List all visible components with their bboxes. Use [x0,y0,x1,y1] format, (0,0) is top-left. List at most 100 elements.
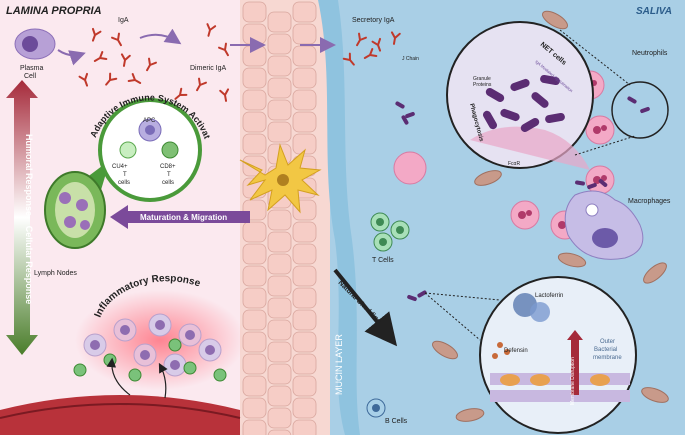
mucin-layer-label: MUCIN LAYER [334,334,344,395]
epithelial-cell [292,111,317,133]
cellular-response-label: Cellular Response [24,226,34,305]
epithelial-cell [292,353,317,375]
bacterium [401,115,409,125]
saliva-title: SALIVA [636,6,672,17]
epithelial-cell [242,265,267,287]
epithelial-cell [267,385,292,407]
iga-antibody [363,48,378,59]
iga-antibody [111,32,122,47]
outer-membrane-label-1: Outer [600,339,615,345]
epithelial-cell [267,275,292,297]
membrane-zoom-panel [424,276,637,434]
iga-antibody [206,23,217,37]
iga-antibody [342,52,355,66]
bacterium [417,290,427,298]
defensin-cluster [492,342,610,386]
bacterium [500,108,520,122]
dimeric-iga-label: Dimeric IgA [190,65,227,72]
cd8-label-3: cells [162,180,174,186]
epithelial-cell [242,309,267,331]
epithelial-cell [242,287,267,309]
epithelial-cell [292,309,317,331]
epithelial-cell [292,287,317,309]
epithelial-cell [267,341,292,363]
iga-antibody [105,72,118,86]
iga-antibody [196,77,207,92]
lymph-nodes-label: Lymph Nodes [34,270,77,277]
epithelial-cell [267,33,292,55]
epithelial-cell [242,23,267,45]
lymphocyte [168,338,182,352]
bacterium [575,180,585,186]
epithelial-cell [267,253,292,275]
net-zoom-panel [446,21,669,170]
epithelial-cell [292,23,317,45]
epithelial-cell [292,419,317,435]
activated-neutrophil [393,151,427,185]
plasma-cell-label-2: Cell [24,73,37,80]
lymphocyte [103,353,117,367]
epithelial-cell [242,111,267,133]
cd8-label-1: CD8+ [160,164,176,170]
epithelial-cell [242,353,267,375]
membrane-disruption-arrow [567,330,583,395]
granule-proteins-label-2: Proteins [473,82,492,88]
epithelial-cell [292,133,317,155]
maturation-migration-arrow [110,205,250,229]
epithelial-cell [292,89,317,111]
epithelial-cell [267,363,292,385]
shed-epithelial-cell [641,387,669,403]
shed-epithelial-cell [557,252,587,268]
epithelial-cell [292,375,317,397]
cd8-label-2: T [167,172,171,178]
blood-vessel [0,395,241,435]
bacterium [531,92,549,108]
plasma-cell [14,28,56,60]
epithelial-cell [267,55,292,77]
j-chain-label: J Chain [402,56,419,62]
epithelial-cell [292,397,317,419]
iga-antibody [218,42,229,57]
inflammatory-cells [73,313,227,382]
epithelial-cell [242,419,267,435]
epithelial-cell [242,397,267,419]
outer-membrane-label-3: membrane [593,355,622,361]
secretory-iga-label: Secretory IgA [352,17,395,24]
iga-antibody [93,51,108,62]
epithelial-cell [242,331,267,353]
epithelial-cell [242,243,267,265]
shed-epithelial-cell [474,170,502,186]
bacterium [587,182,597,190]
iga-antibody [78,72,89,87]
bacterium [627,96,637,104]
epithelial-cell [267,429,292,435]
epithelial-cell [267,77,292,99]
lymphocyte [73,363,87,377]
cd4-label-1: CU4+ [112,164,128,170]
epithelial-cell [267,99,292,121]
shed-epithelial-cell [643,262,667,284]
humoral-cellular-arrow [6,80,38,355]
fcar-label: FcαR [508,161,520,167]
epithelial-cell [267,407,292,429]
epithelial-cell [267,209,292,231]
epithelial-cell [267,11,292,33]
mucin-layer [318,0,360,435]
iga-antibody [127,73,142,84]
epithelial-cell [242,67,267,89]
epithelial-cell [292,67,317,89]
plasma-to-iga-arrow [57,49,86,66]
bacterium [520,118,540,132]
epithelial-cell [242,89,267,111]
b-cells-label: B Cells [385,418,408,425]
bacterium [545,112,565,124]
bacterium [510,78,530,92]
epithelial-cell [242,133,267,155]
inflammation-area [75,290,245,390]
epithelial-cell [242,221,267,243]
cd4-label-3: cells [118,180,130,186]
bacterium [640,106,650,114]
iga-antibody [120,53,131,67]
